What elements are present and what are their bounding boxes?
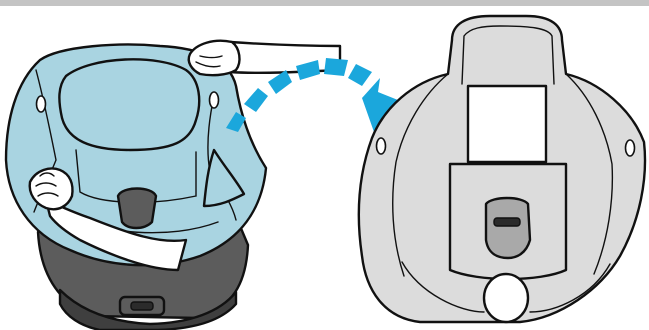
seat-buckle — [118, 189, 156, 229]
belt-guide-left — [37, 96, 46, 112]
cover-vent-right — [626, 140, 635, 156]
cover-vent-left — [377, 138, 386, 154]
base-handle-slot — [131, 302, 153, 310]
arrow-dash-5 — [324, 58, 348, 76]
arrow-dash-6 — [348, 64, 372, 86]
right-arm — [230, 42, 340, 73]
crotch-pad-slot — [494, 218, 520, 226]
top-bar — [0, 0, 649, 6]
removed-cover-figure — [359, 16, 645, 322]
belt-guide-right — [210, 92, 219, 108]
seat-headrest — [59, 59, 199, 150]
cover-bottom-opening — [484, 274, 528, 322]
cover-headrest-opening — [468, 86, 546, 162]
arrow-dash-2 — [244, 88, 268, 112]
cover-crotch-pad — [486, 198, 530, 258]
seat-with-cover-figure — [6, 41, 340, 330]
